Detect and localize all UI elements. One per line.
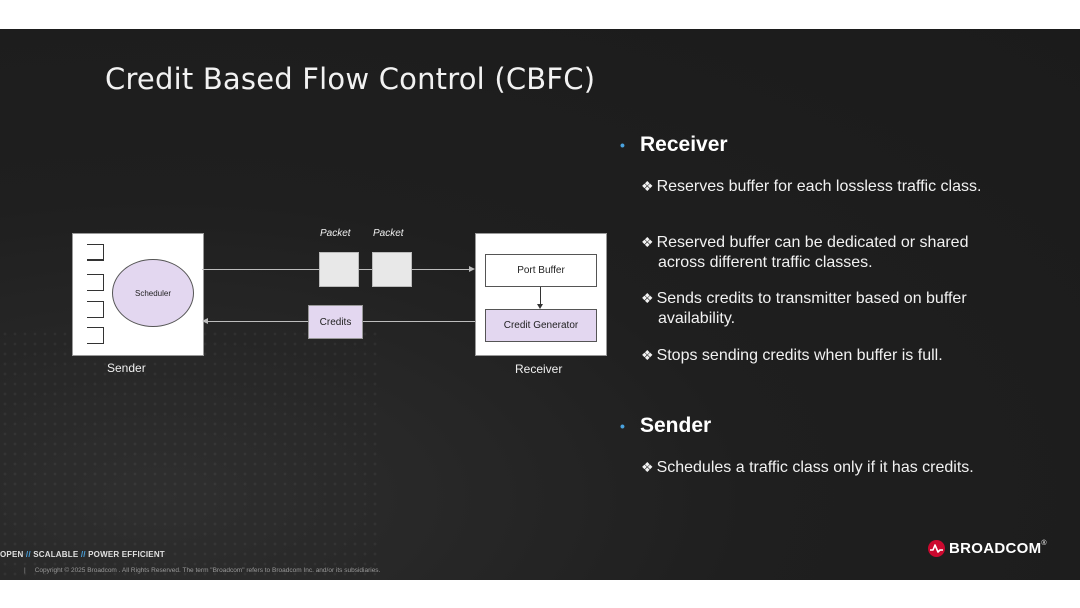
receiver-heading-text: Receiver (640, 133, 728, 156)
sender-caption: Sender (107, 361, 146, 375)
receiver-item-text: Stops sending credits when buffer is ful… (656, 347, 943, 364)
credit-generator-box: Credit Generator (485, 309, 597, 342)
packet-label: Packet (320, 228, 351, 239)
sender-box: Scheduler (72, 233, 204, 356)
buffer-to-generator-arrow (537, 287, 543, 309)
queue-cell (87, 301, 104, 318)
copyright: | Copyright © 2025 Broadcom . All Rights… (24, 567, 380, 574)
receiver-box: Port Buffer Credit Generator (475, 233, 607, 356)
receiver-item: ❖Sends credits to transmitter based on b… (641, 288, 1018, 329)
tagline-part: POWER EFFICIENT (88, 550, 165, 559)
tagline-part: SCALABLE (33, 550, 79, 559)
sender-item-text: Schedules a traffic class only if it has… (656, 459, 974, 476)
logo-text: BROADCOM (949, 540, 1042, 557)
bullet-dot-icon: • (620, 137, 625, 154)
tagline: OPEN // SCALABLE // POWER EFFICIENT (0, 550, 165, 559)
copyright-bar: | (24, 567, 26, 574)
diamond-bullet-icon: ❖ (641, 347, 654, 363)
scheduler-label: Scheduler (134, 288, 172, 298)
queue-divider (87, 259, 103, 260)
queue-cell (87, 274, 104, 291)
logo-trademark: ® (1041, 540, 1047, 547)
receiver-item: ❖Reserved buffer can be dedicated or sha… (641, 232, 1018, 273)
receiver-item: ❖Reserves buffer for each lossless traff… (641, 176, 1018, 197)
credits-label: Credits (319, 316, 352, 328)
receiver-item-text: Reserved buffer can be dedicated or shar… (656, 234, 969, 271)
scheduler-node: Scheduler (112, 259, 194, 327)
tagline-separator: // (25, 550, 31, 559)
receiver-caption: Receiver (515, 362, 563, 376)
receiver-item: ❖Stops sending credits when buffer is fu… (641, 345, 1018, 366)
packet-label: Packet (373, 228, 404, 239)
slide-title: Credit Based Flow Control (CBFC) (105, 62, 596, 96)
packet-box (319, 252, 359, 287)
diamond-bullet-icon: ❖ (641, 459, 654, 475)
slide: Credit Based Flow Control (CBFC) Schedul… (0, 29, 1080, 580)
diamond-bullet-icon: ❖ (641, 178, 654, 194)
credits-box: Credits (308, 305, 363, 339)
queue-cell (87, 244, 104, 261)
tagline-separator: // (80, 550, 86, 559)
diamond-bullet-icon: ❖ (641, 234, 654, 250)
sender-item: ❖Schedules a traffic class only if it ha… (641, 457, 1018, 478)
bullet-dot-icon: • (620, 418, 625, 435)
broadcom-logo: BROADCOM ® (928, 540, 1047, 557)
sender-heading-text: Sender (640, 414, 712, 437)
tagline-part: OPEN (0, 550, 24, 559)
credit-generator-label: Credit Generator (503, 320, 579, 331)
packet-box (372, 252, 412, 287)
sender-heading: • Sender (620, 414, 711, 438)
receiver-heading: • Receiver (620, 133, 728, 157)
copyright-text: Copyright © 2025 Broadcom . All Rights R… (34, 567, 381, 574)
receiver-item-text: Reserves buffer for each lossless traffi… (656, 178, 982, 195)
receiver-item-text: Sends credits to transmitter based on bu… (656, 290, 967, 327)
queue-cell (87, 327, 104, 344)
port-buffer-label: Port Buffer (517, 265, 565, 276)
port-buffer-box: Port Buffer (485, 254, 597, 287)
diamond-bullet-icon: ❖ (641, 290, 654, 306)
broadcom-pulse-icon (928, 540, 945, 557)
